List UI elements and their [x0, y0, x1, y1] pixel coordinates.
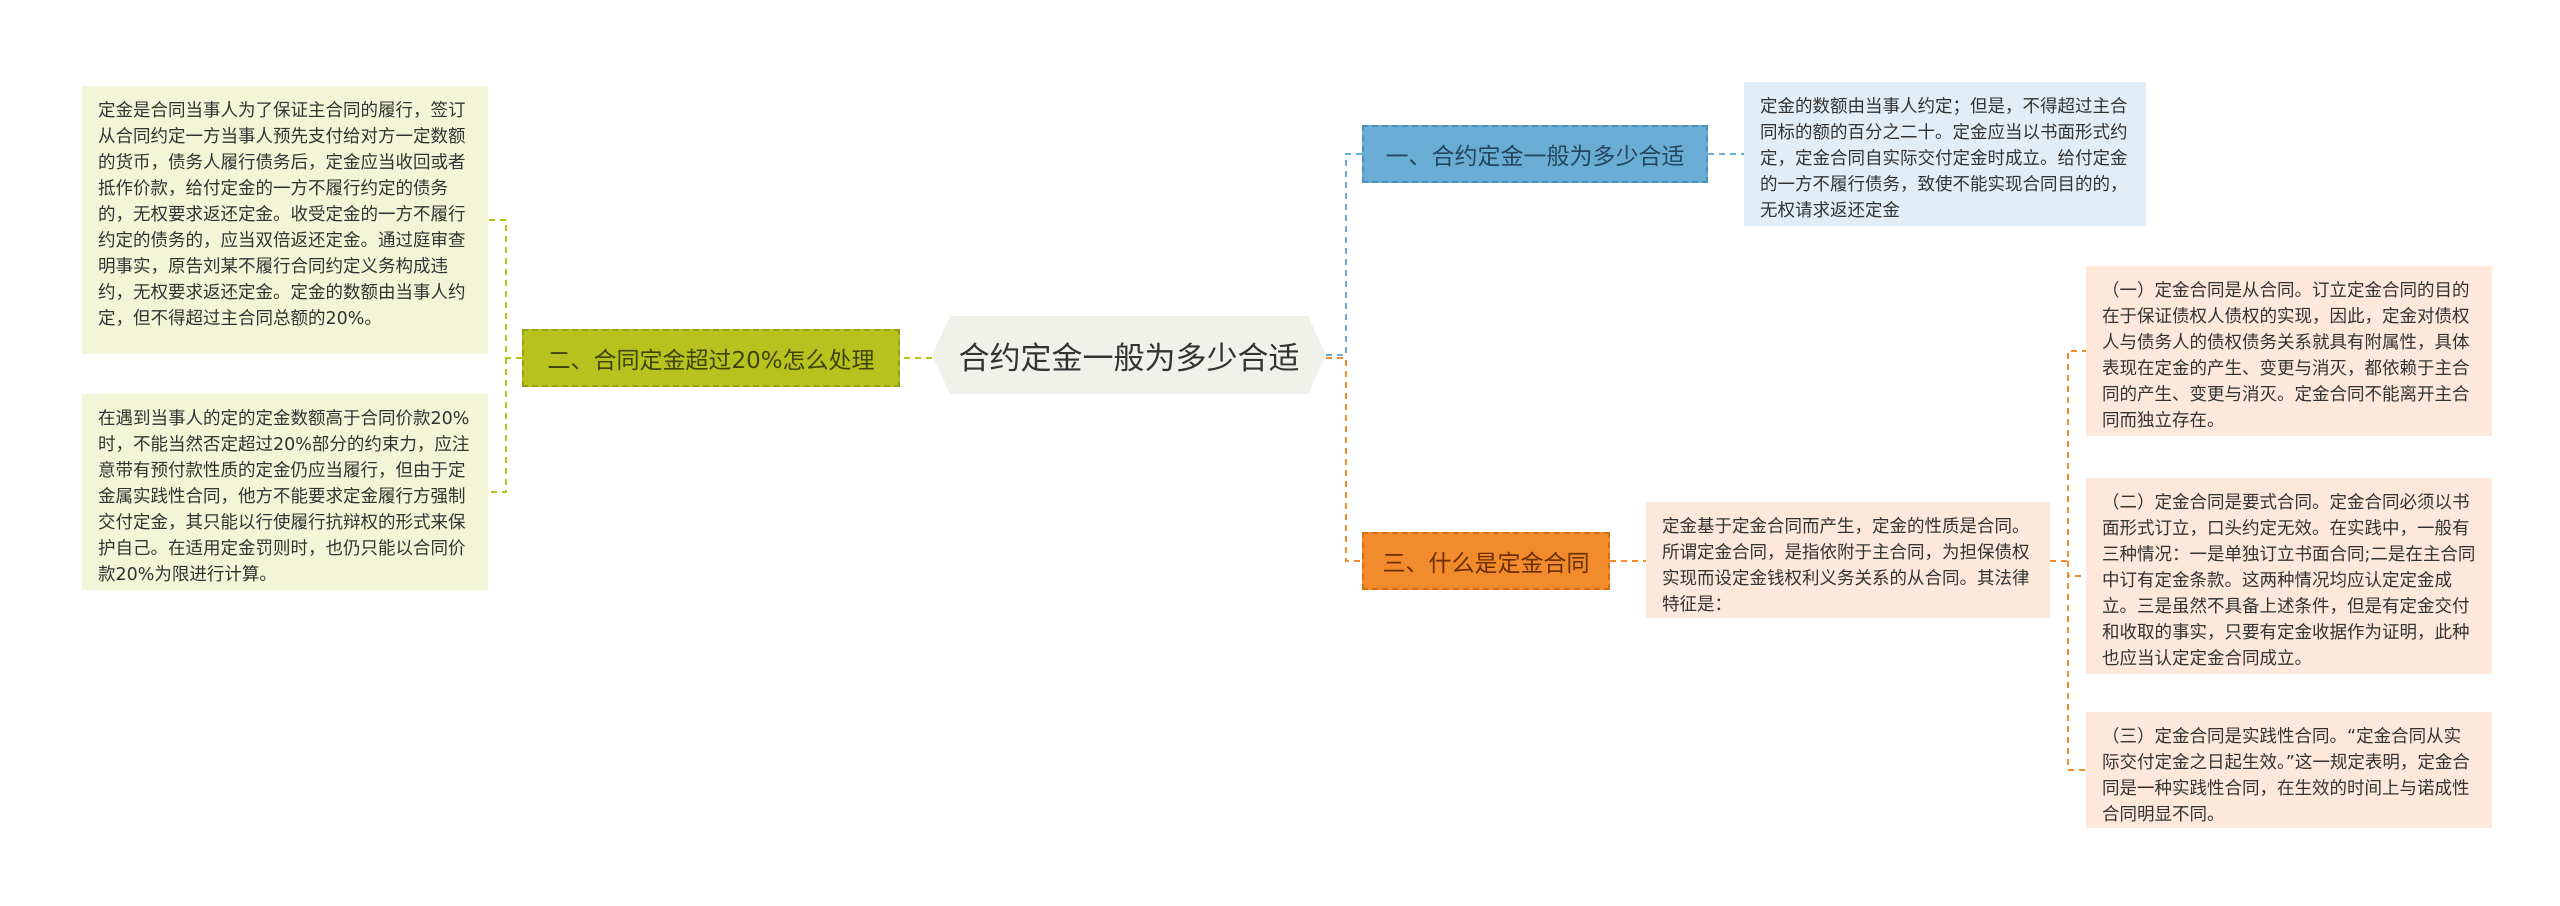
detail-branch1: 定金的数额由当事人约定；但是，不得超过主合同标的额的百分之二十。定金应当以书面形… [1744, 82, 2146, 226]
detail-branch3-intro: 定金基于定金合同而产生，定金的性质是合同。所谓定金合同，是指依附于主合同，为担保… [1646, 502, 2050, 618]
branch-topic-1: 一、合约定金一般为多少合适 [1362, 125, 1708, 183]
link-intro-subdetails [2050, 350, 2086, 771]
root-topic: 合约定金一般为多少合适 [932, 316, 1326, 394]
detail-branch2-a: 定金是合同当事人为了保证主合同的履行，签订从合同约定一方当事人预先支付给对方一定… [82, 86, 488, 354]
detail-branch3-c: （三）定金合同是实践性合同。“定金合同从实际交付定金之日起生效。”这一规定表明，… [2086, 712, 2492, 828]
link-branch2-details [488, 219, 522, 493]
detail-branch2-b: 在遇到当事人的定的定金数额高于合同价款20%时，不能当然否定超过20%部分的约束… [82, 394, 488, 590]
branch-topic-2: 二、合同定金超过20%怎么处理 [522, 329, 900, 387]
link-root-branch3 [1326, 357, 1362, 562]
link-root-branch1 [1326, 153, 1362, 356]
branch-topic-3: 三、什么是定金合同 [1362, 532, 1610, 590]
detail-branch3-b: （二）定金合同是要式合同。定金合同必须以书面形式订立，口头约定无效。在实践中，一… [2086, 478, 2492, 674]
detail-branch3-a: （一）定金合同是从合同。订立定金合同的目的在于保证债权人债权的实现，因此，定金对… [2086, 266, 2492, 436]
